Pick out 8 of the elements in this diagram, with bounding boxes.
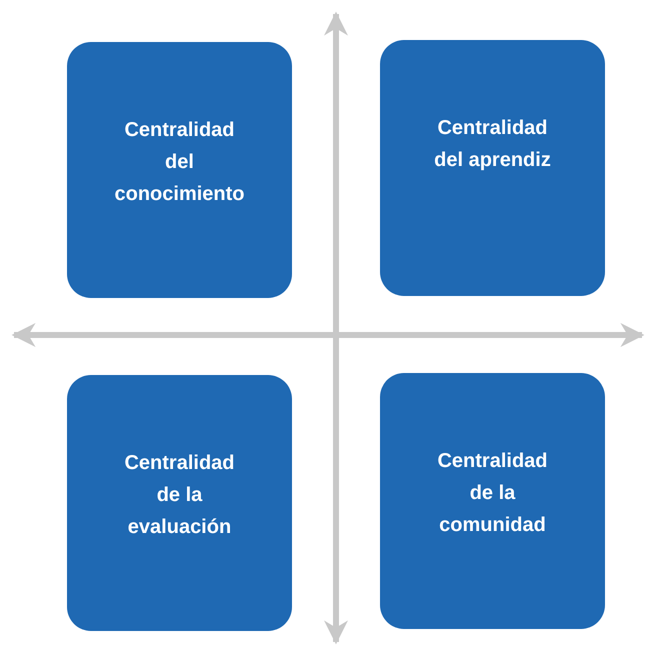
quadrant-card [67,375,292,631]
quadrant-label: Centralidad de la comunidad [436,449,549,538]
quadrant-card [380,373,605,629]
quadrant-card [67,42,292,298]
quadrant-label: Centralidad del conocimiento [114,118,245,207]
quadrant-label: Centralidad de la evaluación [123,451,236,540]
quadrant-card [380,40,605,296]
quadrant-label: Centralidad del aprendiz [433,116,552,173]
